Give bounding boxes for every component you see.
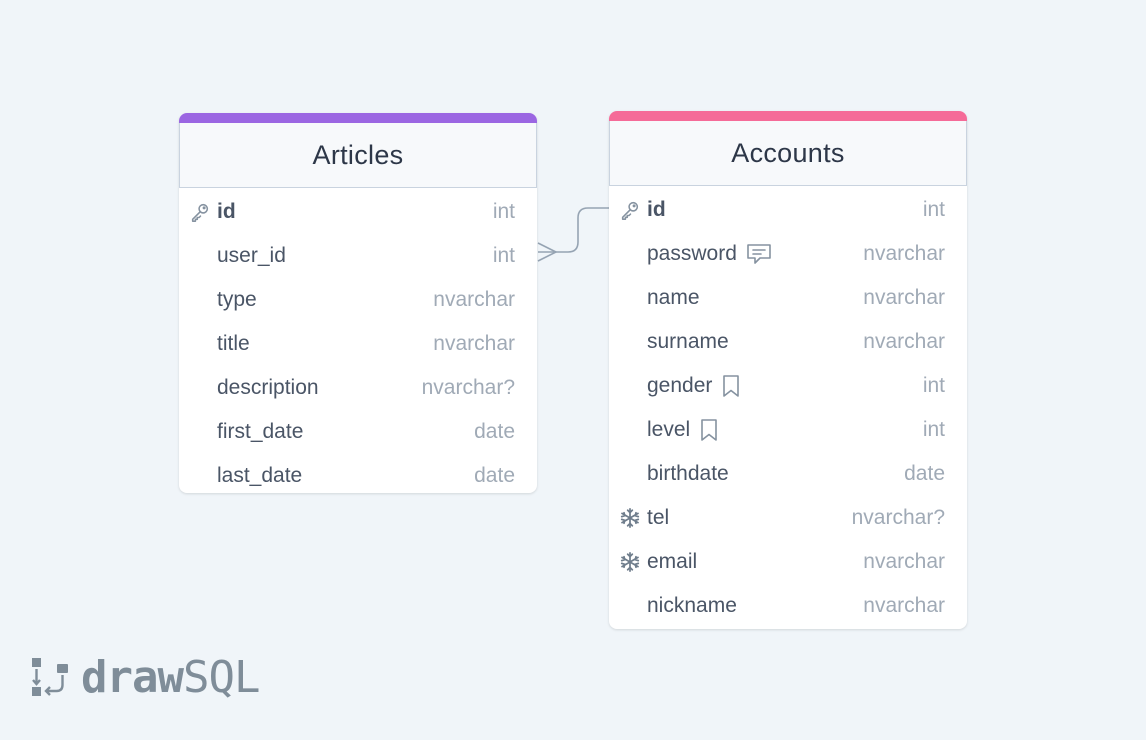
- key-icon: [188, 200, 212, 224]
- articles-row-last_date[interactable]: last_date date: [179, 454, 537, 493]
- column-type: nvarchar: [863, 594, 945, 617]
- column-type: date: [474, 464, 515, 487]
- column-type: nvarchar?: [421, 376, 515, 399]
- column-name-text: password: [647, 242, 737, 265]
- column-name-text: id: [647, 198, 666, 221]
- column-name: type: [217, 288, 257, 312]
- articles-rows: id int user_id int type nvarchar title nvarchar…: [179, 188, 537, 493]
- column-name: tel: [647, 506, 669, 530]
- column-type: nvarchar?: [851, 506, 945, 529]
- column-type: int: [922, 198, 945, 221]
- accounts-row-level[interactable]: level int: [609, 408, 967, 452]
- articles-row-title[interactable]: title nvarchar: [179, 322, 537, 366]
- column-type: nvarchar: [433, 288, 515, 311]
- column-name: title: [217, 332, 250, 356]
- accounts-row-name[interactable]: name nvarchar: [609, 276, 967, 320]
- articles-row-user_id[interactable]: user_id int: [179, 234, 537, 278]
- logo-text-draw: draw: [81, 651, 184, 703]
- column-name-text: gender: [647, 374, 713, 397]
- column-name: description: [217, 376, 319, 400]
- articles-row-type[interactable]: type nvarchar: [179, 278, 537, 322]
- accounts-title: Accounts: [731, 137, 845, 168]
- articles-row-id[interactable]: id int: [179, 190, 537, 234]
- column-type: int: [492, 244, 515, 267]
- accounts-row-password[interactable]: password nvarchar: [609, 232, 967, 276]
- snowflake-icon: [618, 550, 642, 574]
- column-name-text: user_id: [217, 244, 286, 267]
- accounts-row-email[interactable]: email nvarchar: [609, 540, 967, 584]
- column-name: name: [647, 286, 700, 310]
- accounts-header[interactable]: Accounts: [609, 121, 967, 186]
- accounts-table[interactable]: Accounts id int password nvarchar name nvarch…: [609, 111, 967, 629]
- column-name-text: level: [647, 418, 691, 441]
- articles-header[interactable]: Articles: [179, 123, 537, 188]
- column-name: nickname: [647, 594, 737, 618]
- articles-title: Articles: [312, 139, 404, 170]
- column-name: surname: [647, 330, 729, 354]
- column-name: gender: [647, 374, 742, 398]
- column-name-text: description: [217, 376, 319, 399]
- accounts-row-birthdate[interactable]: birthdate date: [609, 452, 967, 496]
- column-name: password: [647, 242, 773, 266]
- logo-text-sql: SQL: [182, 651, 260, 703]
- column-name-text: id: [217, 200, 236, 223]
- column-name-text: email: [647, 550, 698, 573]
- column-type: nvarchar: [863, 286, 945, 309]
- column-name-text: first_date: [217, 420, 304, 443]
- bookmark-icon: [698, 418, 720, 442]
- key-icon: [618, 198, 642, 222]
- accounts-row-gender[interactable]: gender int: [609, 364, 967, 408]
- accounts-row-id[interactable]: id int: [609, 188, 967, 232]
- column-name-text: title: [217, 332, 250, 355]
- column-name: user_id: [217, 244, 286, 268]
- column-name-text: birthdate: [647, 462, 729, 485]
- articles-row-description[interactable]: description nvarchar?: [179, 366, 537, 410]
- accounts-color-bar: [609, 111, 967, 121]
- column-type: date: [904, 462, 945, 485]
- column-name-text: type: [217, 288, 257, 311]
- column-type: date: [474, 420, 515, 443]
- column-type: nvarchar: [863, 550, 945, 573]
- articles-row-first_date[interactable]: first_date date: [179, 410, 537, 454]
- column-name-text: tel: [647, 506, 670, 529]
- column-name: last_date: [217, 464, 302, 488]
- column-type: int: [922, 418, 945, 441]
- column-name-text: last_date: [217, 464, 303, 487]
- column-type: nvarchar: [433, 332, 515, 355]
- accounts-row-surname[interactable]: surname nvarchar: [609, 320, 967, 364]
- articles-color-bar: [179, 113, 537, 123]
- column-name: email: [647, 550, 697, 574]
- bookmark-icon: [720, 374, 742, 398]
- column-name-text: surname: [647, 330, 729, 353]
- column-type: int: [492, 200, 515, 223]
- column-type: nvarchar: [863, 242, 945, 265]
- column-name-text: nickname: [647, 594, 737, 617]
- column-name: birthdate: [647, 462, 729, 486]
- snowflake-icon: [618, 506, 642, 530]
- column-type: int: [922, 374, 945, 397]
- drawsql-logo-icon: [32, 658, 68, 696]
- comment-icon: [745, 242, 773, 266]
- accounts-row-nickname[interactable]: nickname nvarchar: [609, 584, 967, 628]
- column-type: nvarchar: [863, 330, 945, 353]
- column-name: first_date: [217, 420, 303, 444]
- accounts-row-tel[interactable]: tel nvarchar?: [609, 496, 967, 540]
- column-name: id: [217, 200, 236, 224]
- column-name: id: [647, 198, 666, 222]
- column-name-text: name: [647, 286, 700, 309]
- column-name: level: [647, 418, 720, 442]
